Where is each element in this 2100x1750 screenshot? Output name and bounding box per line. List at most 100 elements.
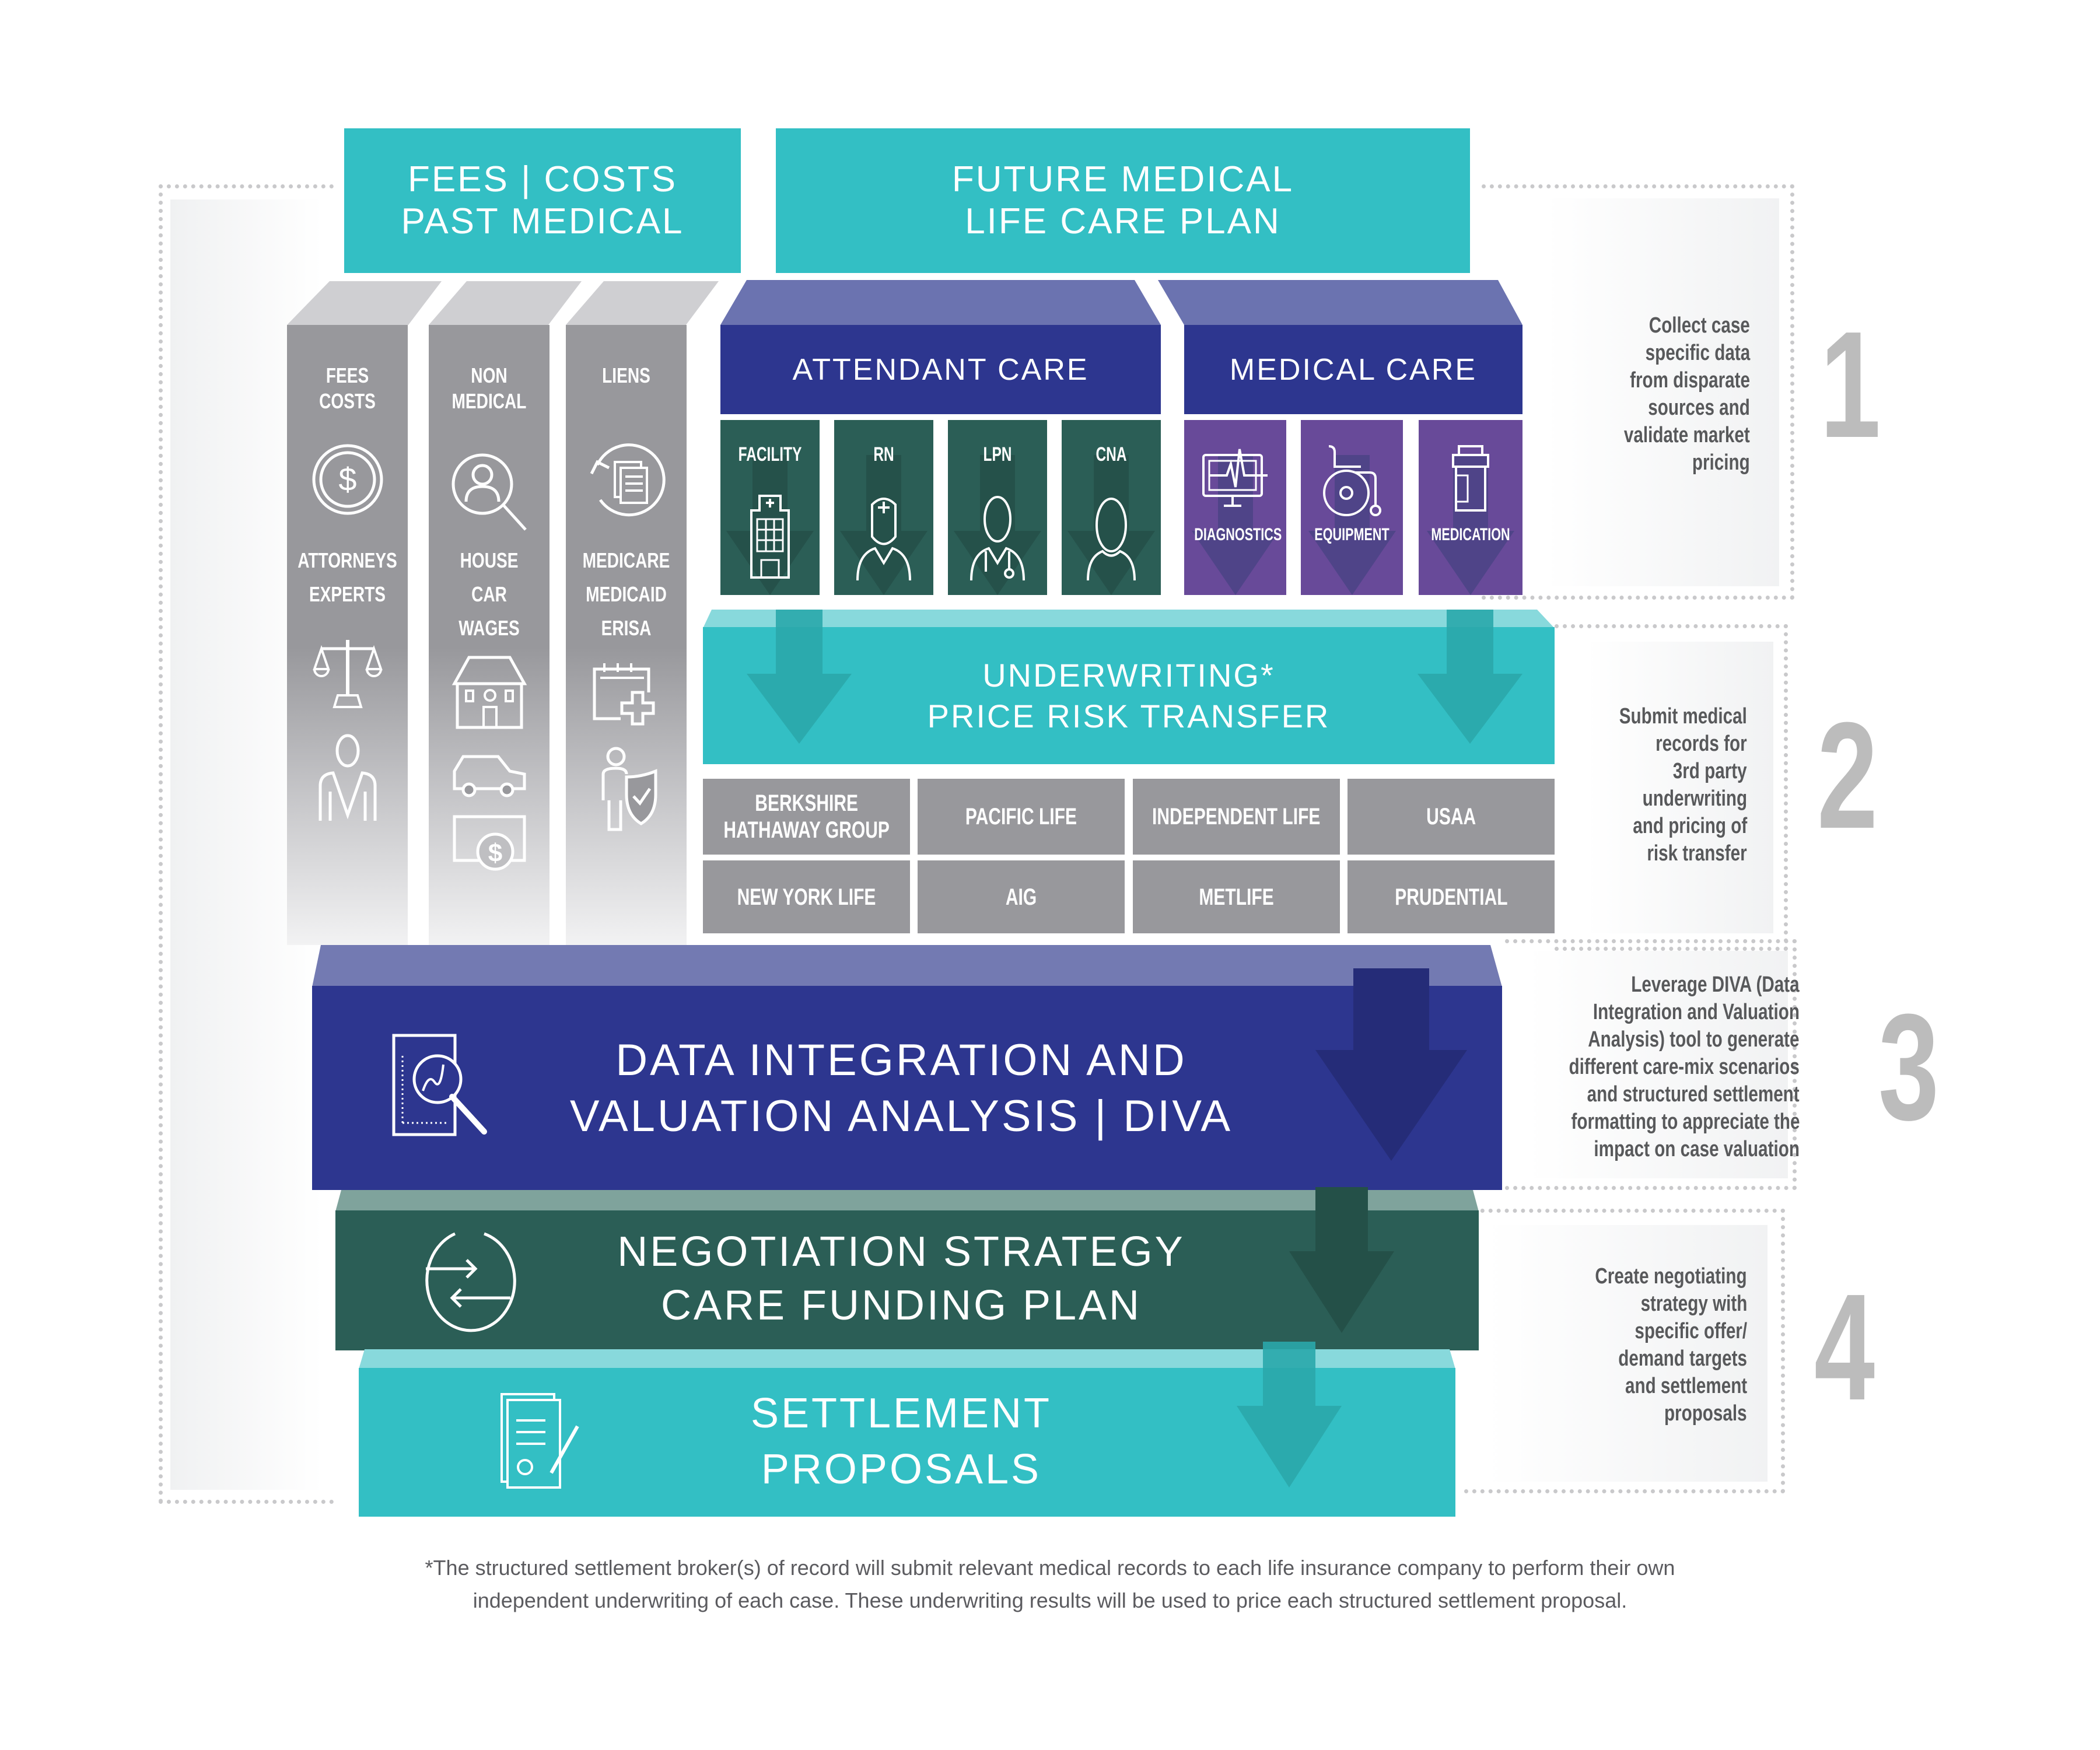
down-arrow-icon bbox=[1427, 455, 1514, 595]
tile-label: MEDICATION bbox=[1431, 525, 1510, 544]
tile-equipment: EQUIPMENT bbox=[1301, 420, 1403, 595]
item-line: HOUSE bbox=[460, 548, 519, 572]
step2-number: 2 bbox=[1817, 691, 1878, 860]
insurer-label: NEW YORK LIFE bbox=[737, 884, 876, 910]
step-description-row: proposals bbox=[1397, 1400, 1747, 1427]
insurer-usaa: USAA bbox=[1348, 779, 1555, 855]
step2-frame bbox=[1555, 624, 1788, 951]
column-heading: FEES COSTS bbox=[300, 363, 394, 414]
insurer-pacific-life: PACIFIC LIFE bbox=[918, 779, 1125, 855]
attendant-care-title: ATTENDANT CARE bbox=[792, 352, 1089, 387]
future-medical-box: FUTURE MEDICAL LIFE CARE PLAN bbox=[776, 128, 1470, 273]
negotiation-band: NEGOTIATION STRATEGY CARE FUNDING PLAN bbox=[335, 1187, 1479, 1350]
settlement-line2: PROPOSALS bbox=[761, 1446, 1042, 1493]
down-arrow-icon bbox=[1237, 1342, 1342, 1488]
step-description-row: pricing bbox=[1458, 449, 1750, 477]
step-description-row: specific offer/ bbox=[1397, 1318, 1747, 1345]
document-refresh-icon bbox=[590, 443, 666, 517]
insurer-label-line2: HATHAWAY GROUP bbox=[723, 817, 890, 843]
tile-label: CNA bbox=[1096, 443, 1127, 466]
underwriting-line1: UNDERWRITING* bbox=[982, 656, 1275, 694]
tile-label: LPN bbox=[983, 443, 1012, 466]
tile-label: EQUIPMENT bbox=[1314, 525, 1390, 544]
step-description-row: impact on case valuation bbox=[1391, 1136, 1800, 1163]
diva-line1: DATA INTEGRATION AND bbox=[615, 1035, 1187, 1085]
down-arrow-icon bbox=[726, 455, 814, 595]
svg-text:$: $ bbox=[338, 461, 356, 498]
hospital-building-icon bbox=[750, 495, 790, 579]
item-line: MEDICAID bbox=[586, 582, 667, 606]
svg-text:$: $ bbox=[488, 839, 502, 867]
step3-number: 3 bbox=[1878, 983, 1940, 1152]
column-bevels bbox=[287, 280, 1522, 325]
down-arrow-icon bbox=[747, 610, 852, 744]
insurer-label-line1: BERKSHIRE bbox=[755, 790, 858, 816]
tile-lpn: LPN bbox=[948, 420, 1047, 595]
item-line: WAGES bbox=[459, 616, 520, 640]
step-description-line: impact on case valuation bbox=[1594, 1137, 1800, 1161]
step-description-line: Submit medical bbox=[1619, 704, 1747, 729]
step-description-line: specific data bbox=[1645, 341, 1750, 365]
underwriting-line2: PRICE RISK TRANSFER bbox=[927, 697, 1331, 734]
medical-care-title: MEDICAL CARE bbox=[1229, 352, 1478, 387]
heading-line: NON bbox=[471, 363, 508, 387]
wheelchair-icon bbox=[1322, 445, 1381, 516]
chart-magnifier-icon bbox=[392, 1034, 487, 1136]
step4-frame bbox=[1464, 1209, 1785, 1493]
step-description-row: and settlement bbox=[1397, 1373, 1747, 1400]
step-description-row: Integration and Valuation bbox=[1391, 999, 1800, 1026]
step-description-line: sources and bbox=[1648, 396, 1750, 420]
down-arrow-icon bbox=[1191, 455, 1279, 595]
step-description-row: Collect case bbox=[1458, 312, 1750, 340]
future-medical-line1: FUTURE MEDICAL bbox=[951, 159, 1294, 200]
insurer-label: AIG bbox=[1005, 884, 1037, 910]
step-description-line: Integration and Valuation bbox=[1592, 1000, 1800, 1024]
step-description-row: formatting to appreciate the bbox=[1391, 1108, 1800, 1136]
negotiation-line1: NEGOTIATION STRATEGY bbox=[617, 1228, 1185, 1275]
column-fees-costs: FEES COSTS $ ATTORNEYS EXPERTS bbox=[287, 325, 408, 945]
underwriting-box: UNDERWRITING* PRICE RISK TRANSFER bbox=[703, 610, 1555, 764]
insurer-aig: AIG bbox=[918, 860, 1125, 933]
tile-label: FACILITY bbox=[738, 443, 802, 466]
step-description-row: specific data bbox=[1458, 340, 1750, 367]
step-description-line: from disparate bbox=[1630, 368, 1750, 393]
step-description-row: different care-mix scenarios bbox=[1391, 1054, 1800, 1081]
diva-band: DATA INTEGRATION AND VALUATION ANALYSIS … bbox=[312, 968, 1502, 1190]
step-description-line: strategy with bbox=[1640, 1292, 1747, 1316]
step4-shade bbox=[1488, 1225, 1768, 1482]
scales-of-justice-icon bbox=[312, 640, 383, 708]
item-line: MEDICARE bbox=[582, 548, 670, 572]
step1-number: 1 bbox=[1820, 300, 1881, 470]
underwriting-bevel bbox=[703, 610, 1555, 628]
footnote: *The structured settlement broker(s) of … bbox=[0, 1552, 2100, 1617]
insurer-prudential: PRUDENTIAL bbox=[1348, 860, 1555, 933]
down-arrow-icon bbox=[1068, 455, 1155, 595]
past-medical-line2: PAST MEDICAL bbox=[401, 201, 684, 242]
step-description-line: and structured settlement bbox=[1587, 1082, 1800, 1107]
car-icon bbox=[453, 755, 526, 797]
step-description-row: Leverage DIVA (Data bbox=[1391, 971, 1800, 999]
diva-bevel bbox=[312, 945, 1502, 987]
step1-frame bbox=[1482, 184, 1794, 600]
step-description-line: formatting to appreciate the bbox=[1571, 1110, 1800, 1134]
heading-line: MEDICAL bbox=[452, 389, 527, 413]
insurer-label: PACIFIC LIFE bbox=[965, 804, 1077, 830]
step3-shade bbox=[1528, 951, 1788, 1178]
negotiation-bevel bbox=[335, 1190, 1479, 1212]
attendant-care-header: ATTENDANT CARE bbox=[720, 325, 1161, 414]
step-description-line: Leverage DIVA (Data bbox=[1631, 972, 1800, 997]
heading-line: FEES bbox=[326, 363, 369, 387]
step-description-row: strategy with bbox=[1397, 1290, 1747, 1318]
businessman-icon bbox=[318, 734, 376, 821]
settlement-bevel bbox=[359, 1349, 1455, 1369]
step-description-line: proposals bbox=[1664, 1401, 1747, 1426]
insurer-label: INDEPENDENT LIFE bbox=[1152, 804, 1321, 830]
step-description-line: Create negotiating bbox=[1595, 1264, 1747, 1289]
insurer-metlife: METLIFE bbox=[1133, 860, 1340, 933]
calendar-medical-icon bbox=[593, 663, 654, 726]
tile-cna: CNA bbox=[1062, 420, 1161, 595]
